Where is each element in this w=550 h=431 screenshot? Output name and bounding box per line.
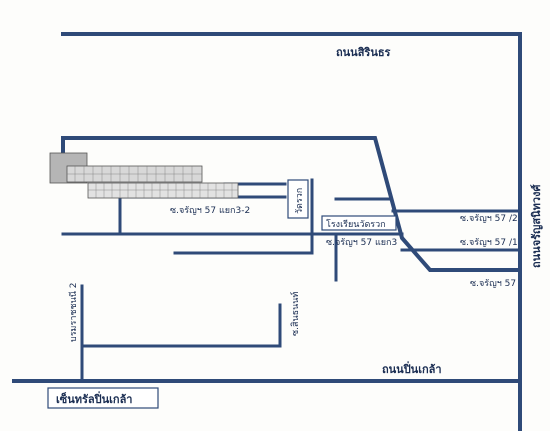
label-pinklao: ถนนปิ่นเกล้า (382, 361, 442, 376)
label-soi-57-3: ซ.จรัญฯ 57 แยก3 (326, 238, 397, 248)
central-box (47, 387, 159, 409)
label-charansanitwong: ถนนจรัญสนิทวงศ์ (530, 184, 543, 268)
label-soi-57-3-2: ซ.จรัญฯ 57 แยก3-2 (170, 206, 250, 216)
label-soi-57-2: ซ.จรัญฯ 57 /2 (460, 214, 518, 224)
school-label: โรงเรียนวัดรวก (326, 219, 386, 230)
label-soi-57: ซ.จรัญฯ 57 (470, 279, 516, 289)
central-label: เซ็นทรัลปิ่นเกล้า (56, 391, 132, 406)
wat-label: วัดรวก (295, 188, 305, 214)
label-soi-57-1: ซ.จรัญฯ 57 /1 (460, 238, 518, 248)
building-grid-lower (87, 182, 239, 199)
building-grid-lines (67, 166, 238, 198)
label-soi-sinthanon: ซ.สินธนนท์ (289, 292, 301, 336)
wat-box (287, 179, 309, 219)
label-sirindhorn: ถนนสิรินธร (336, 46, 391, 59)
school-box (321, 215, 397, 231)
label-borommaratchachonnani-2: บรมราชชนนี 2 (68, 283, 79, 342)
